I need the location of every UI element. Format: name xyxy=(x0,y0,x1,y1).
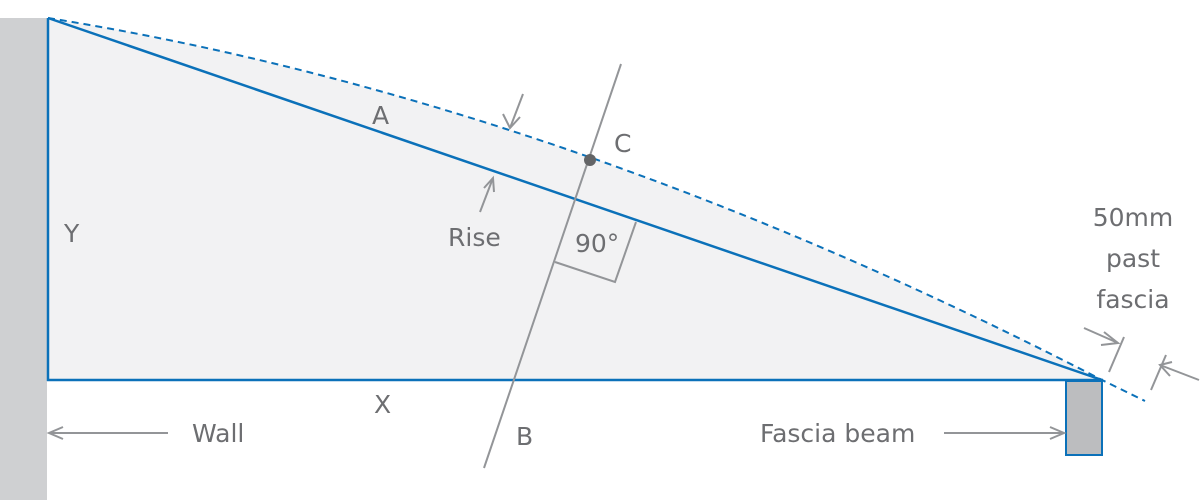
fascia-arrow-icon xyxy=(944,426,1067,440)
label-overhang-line1: 50mm xyxy=(1092,203,1174,232)
fascia-beam xyxy=(1065,380,1103,456)
point-c xyxy=(584,154,596,166)
label-y: Y xyxy=(64,219,80,248)
label-x: X xyxy=(374,390,392,419)
label-rise: Rise xyxy=(448,223,501,252)
label-overhang-line2: past xyxy=(1105,244,1161,273)
right-angle-marker xyxy=(554,221,637,284)
label-a: A xyxy=(372,101,390,130)
wall-block xyxy=(0,18,47,500)
perpendicular-line xyxy=(483,63,622,469)
wall-arrow-icon xyxy=(46,426,168,440)
label-c: C xyxy=(614,129,632,158)
label-wall: Wall xyxy=(192,419,245,448)
label-fascia-beam: Fascia beam xyxy=(760,419,916,448)
rafter-dashed-line xyxy=(47,17,1146,402)
label-overhang: 50mm past fascia xyxy=(1078,197,1188,320)
label-overhang-line3: fascia xyxy=(1096,285,1170,314)
rise-arrow-icon xyxy=(479,175,495,213)
label-b: B xyxy=(516,422,534,451)
overhang-dimension-icon xyxy=(1083,327,1200,391)
dashed-line-arrow-icon xyxy=(502,93,524,130)
label-angle: 90° xyxy=(575,229,620,258)
